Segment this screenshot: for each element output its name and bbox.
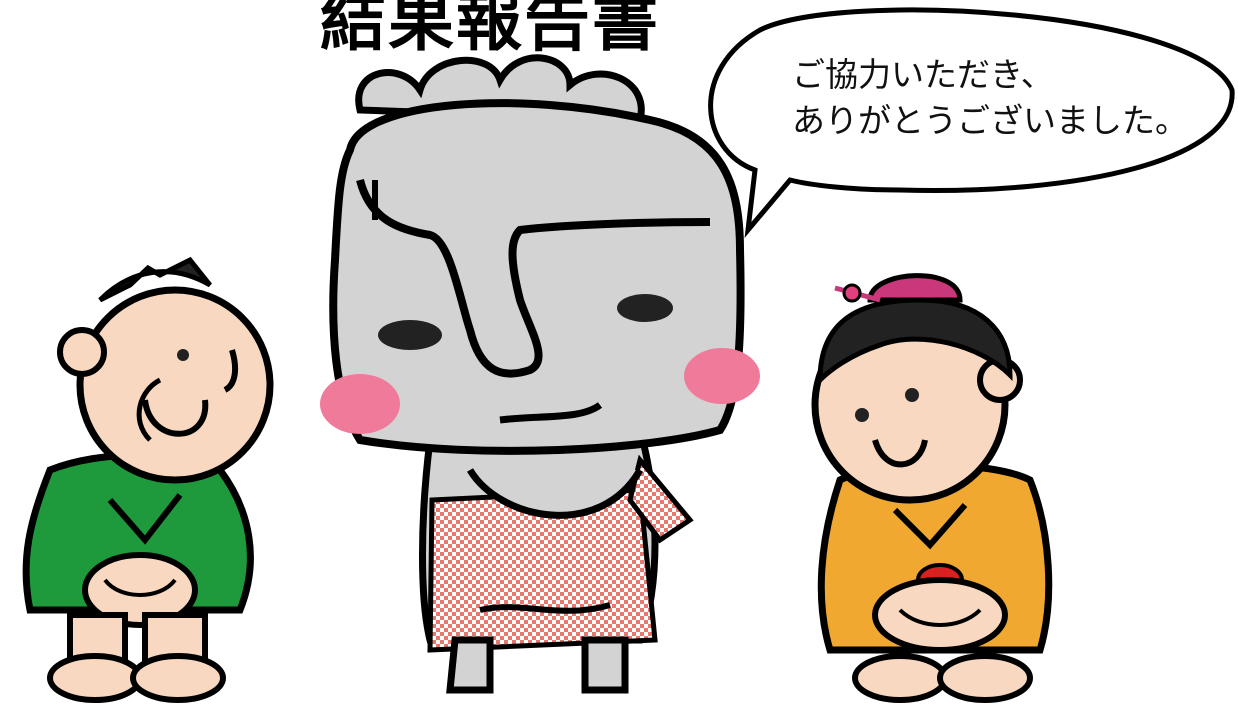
boy-character-icon [22,256,274,703]
speech-bubble [708,7,1235,238]
speech-line-2: ありがとうございました。 [792,101,1188,140]
stone-statue-character-icon [320,54,760,694]
speech-bubble-text: ご協力いただき、 ありがとうございました。 [792,52,1188,144]
speech-line-1: ご協力いただき、 [792,55,1054,94]
page-title: 結果報告書 [320,0,660,60]
girl-character-icon [811,273,1053,703]
